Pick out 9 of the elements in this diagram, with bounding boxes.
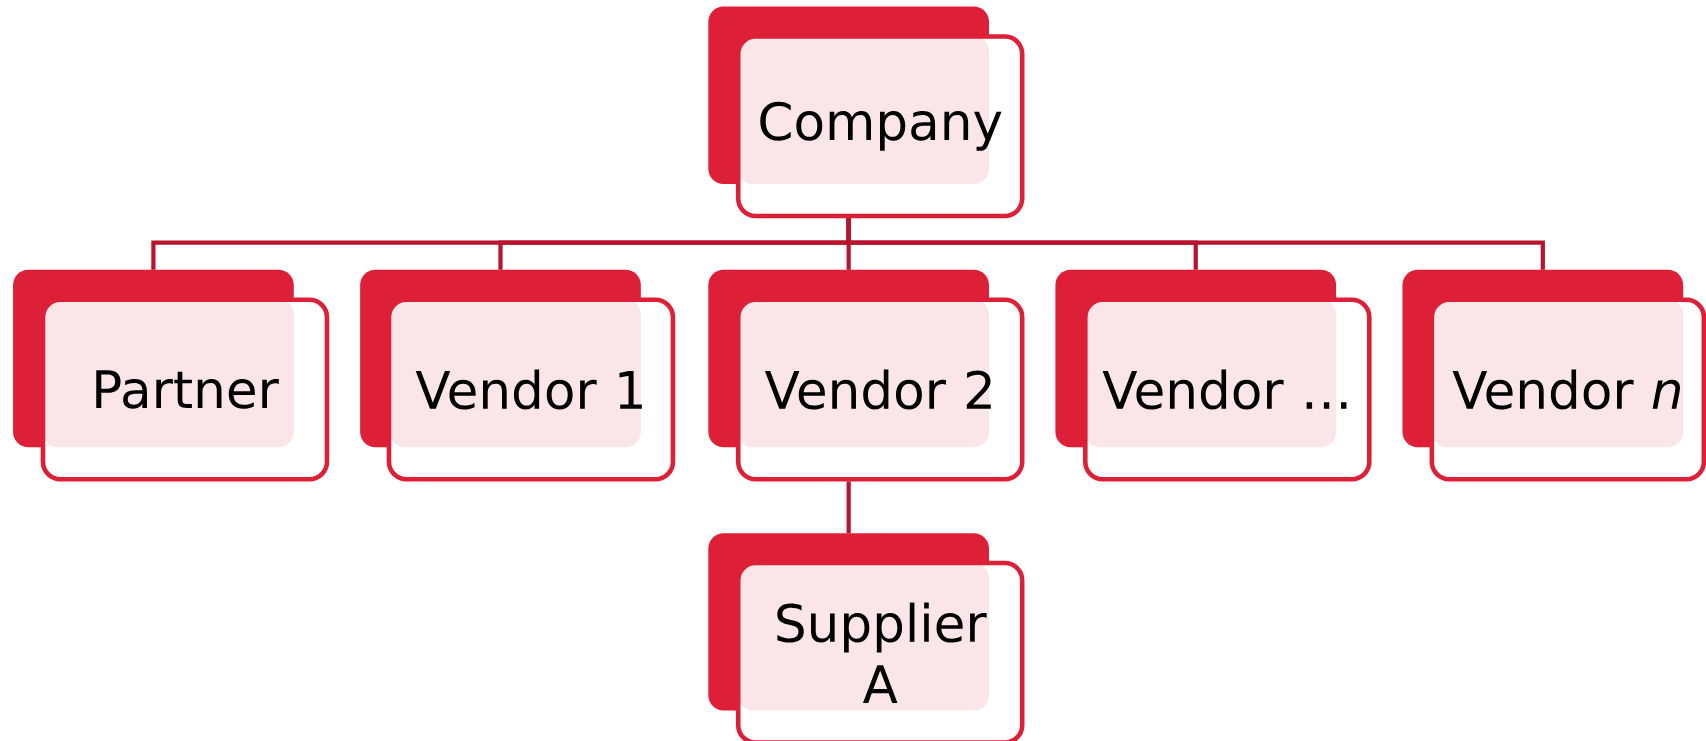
connector-line	[846, 481, 851, 534]
org-box: Partner	[13, 269, 330, 482]
org-box: Vendor …	[1055, 269, 1372, 482]
org-box: Vendor 2	[708, 269, 1025, 482]
org-box: Vendor n	[1402, 269, 1706, 482]
org-box: Company	[708, 6, 1025, 219]
connector-line	[846, 218, 1545, 270]
org-box: Supplier A	[708, 533, 1025, 741]
org-box: Vendor 1	[360, 269, 676, 482]
